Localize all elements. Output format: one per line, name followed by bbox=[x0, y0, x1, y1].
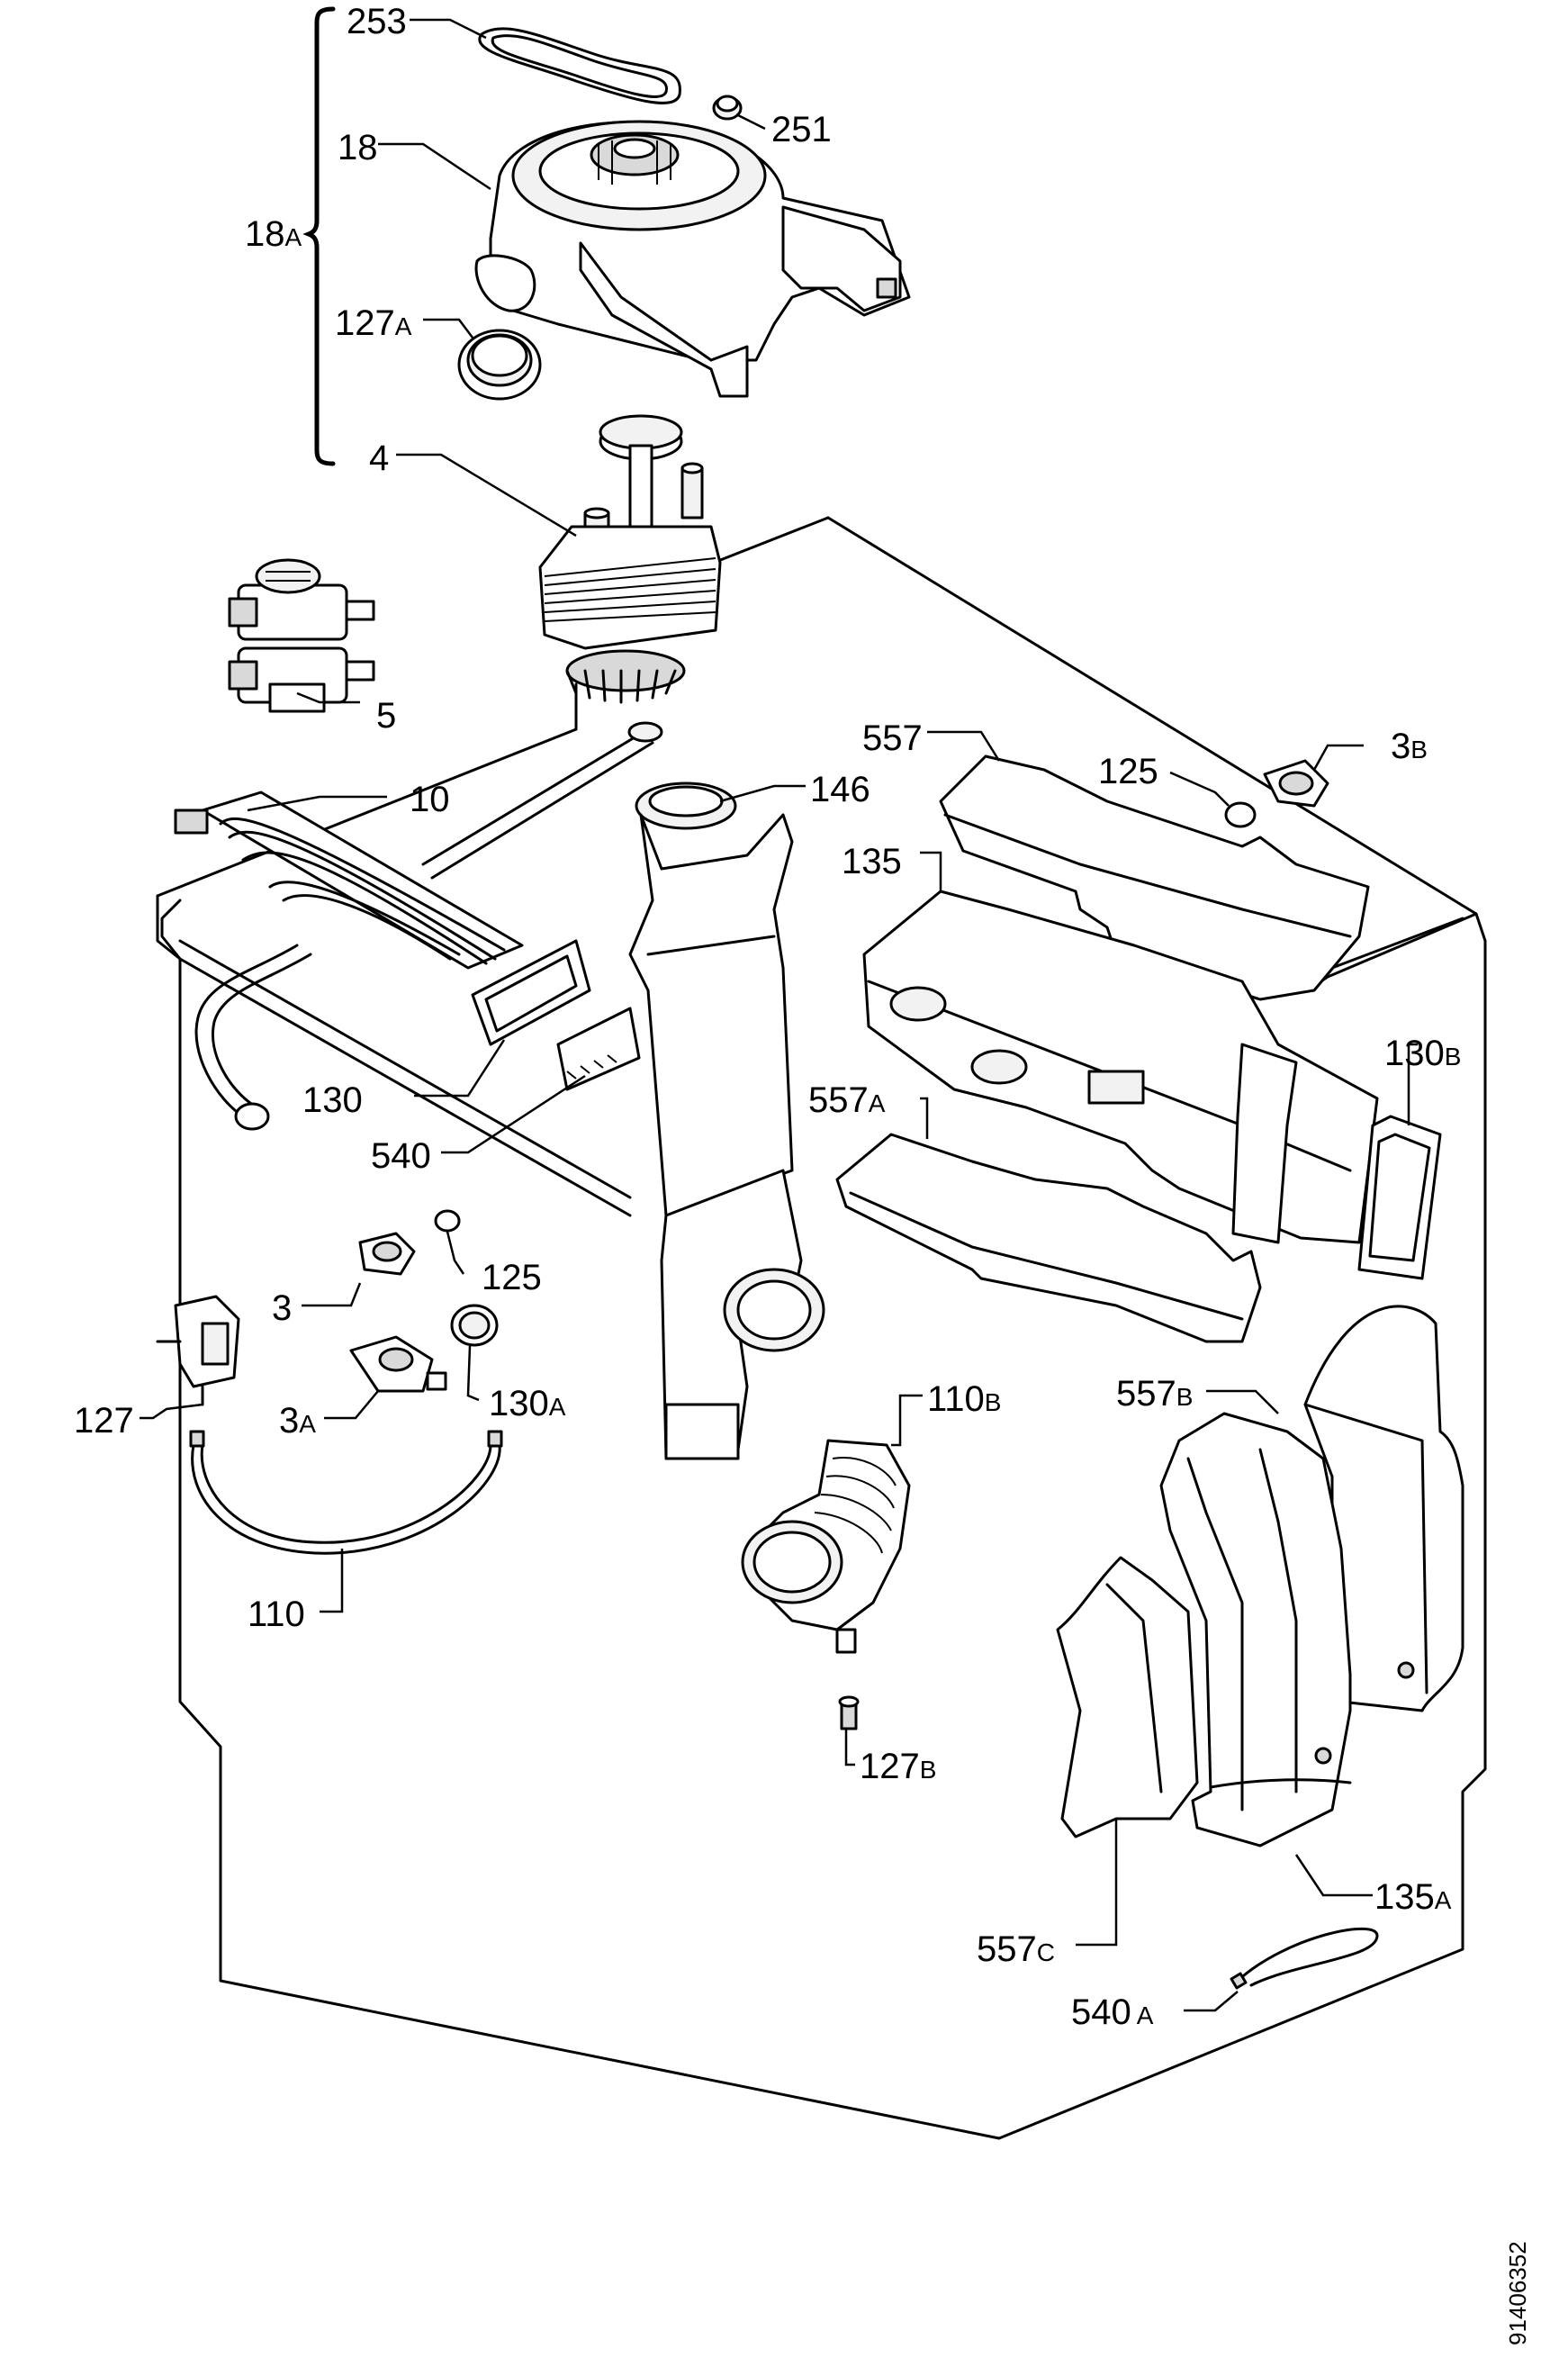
group-bracket bbox=[302, 6, 336, 466]
label-18a-number: 18 bbox=[245, 214, 285, 254]
label-110b-suffix: B bbox=[985, 1388, 1002, 1416]
thermostat-3 bbox=[358, 1232, 416, 1276]
drive-belt bbox=[478, 27, 681, 104]
label-251: 251 bbox=[771, 110, 832, 149]
label-110b-number: 110 bbox=[927, 1379, 985, 1419]
label-130b: 130B bbox=[1384, 1034, 1461, 1073]
solenoid-valve bbox=[228, 558, 375, 713]
document-number: 91406352 bbox=[1504, 2241, 1531, 2345]
label-557b-number: 557 bbox=[1116, 1374, 1176, 1414]
label-18: 18 bbox=[338, 128, 378, 167]
label-557c-suffix: C bbox=[1037, 1938, 1055, 1966]
hose-110 bbox=[189, 1430, 503, 1555]
label-18a: 18A bbox=[245, 214, 302, 254]
cover-557a bbox=[835, 1133, 1262, 1343]
o-ring-lower bbox=[434, 1209, 461, 1233]
label-130b-suffix: B bbox=[1445, 1043, 1462, 1071]
clip-540a bbox=[1230, 1927, 1379, 1990]
thermostat-3a bbox=[349, 1335, 447, 1393]
label-3b-suffix: B bbox=[1410, 736, 1428, 763]
label-557a: 557A bbox=[808, 1080, 886, 1120]
cabinet-outline bbox=[156, 516, 1487, 2140]
label-135a: 135A bbox=[1374, 1877, 1452, 1917]
label-127a-suffix: A bbox=[395, 312, 412, 340]
label-125: 125 bbox=[482, 1258, 542, 1297]
label-130a-number: 130 bbox=[489, 1384, 549, 1423]
label-3a-suffix: A bbox=[299, 1410, 316, 1438]
label-253: 253 bbox=[347, 2, 407, 41]
label-557: 557 bbox=[862, 718, 923, 758]
label-540: 540 bbox=[371, 1136, 431, 1176]
label-557b-suffix: B bbox=[1176, 1383, 1194, 1411]
label-557c: 557C bbox=[977, 1929, 1055, 1969]
label-110: 110 bbox=[248, 1595, 305, 1634]
grommet-part bbox=[712, 95, 743, 121]
seal-130a bbox=[450, 1304, 499, 1347]
label-110b: 110B bbox=[927, 1379, 1001, 1419]
label-130b-number: 130 bbox=[1384, 1034, 1445, 1073]
label-135a-number: 135 bbox=[1374, 1877, 1435, 1917]
label-3b: 3B bbox=[1391, 727, 1428, 766]
label-3b-number: 3 bbox=[1391, 727, 1410, 766]
motor bbox=[538, 414, 722, 704]
part-labels: 253 251 18 18A 127A 4 5 557 125 3B 10 14… bbox=[74, 2, 1461, 2032]
label-10: 10 bbox=[410, 780, 450, 819]
drain-plug bbox=[838, 1695, 860, 1730]
label-130: 130 bbox=[302, 1080, 363, 1120]
label-127a: 127A bbox=[335, 303, 412, 343]
label-3a: 3A bbox=[279, 1401, 316, 1441]
label-18a-suffix: A bbox=[285, 223, 302, 251]
label-5: 5 bbox=[376, 696, 396, 736]
heating-element bbox=[174, 791, 587, 1131]
label-540a-suffix: A bbox=[1137, 2001, 1154, 2029]
label-3a-number: 3 bbox=[279, 1401, 299, 1441]
connector-127 bbox=[156, 1295, 240, 1406]
fan-housing bbox=[474, 120, 911, 398]
thermostat-3b bbox=[1263, 759, 1329, 808]
label-135: 135 bbox=[842, 842, 902, 881]
cover-557c bbox=[1056, 1556, 1199, 1838]
label-146: 146 bbox=[810, 770, 870, 809]
label-557b: 557B bbox=[1116, 1374, 1193, 1414]
label-557c-number: 557 bbox=[977, 1929, 1037, 1969]
label-4: 4 bbox=[369, 438, 389, 478]
condenser-duct bbox=[628, 781, 825, 1460]
label-127b-number: 127 bbox=[860, 1747, 920, 1786]
label-557a-number: 557 bbox=[808, 1080, 869, 1120]
label-3: 3 bbox=[272, 1288, 292, 1328]
label-540a-number: 540 bbox=[1071, 1992, 1131, 2032]
gasket-130b bbox=[1357, 1115, 1442, 1280]
label-125-upper: 125 bbox=[1098, 752, 1158, 791]
label-557a-suffix: A bbox=[869, 1089, 886, 1117]
label-127b: 127B bbox=[860, 1747, 936, 1786]
label-127a-number: 127 bbox=[335, 303, 395, 343]
cover-557 bbox=[939, 754, 1370, 1001]
air-channel bbox=[862, 890, 1379, 1244]
gasket-pair bbox=[471, 939, 641, 1091]
bellows-110b bbox=[741, 1439, 911, 1654]
label-130a: 130A bbox=[489, 1384, 566, 1423]
air-duct-135a bbox=[1159, 1412, 1352, 1848]
rod bbox=[421, 721, 663, 880]
label-135a-suffix: A bbox=[1435, 1886, 1452, 1914]
label-127b-suffix: B bbox=[920, 1756, 937, 1784]
o-ring-upper bbox=[1224, 801, 1257, 828]
label-130a-suffix: A bbox=[549, 1393, 566, 1421]
seal-ring bbox=[457, 329, 542, 401]
leader-lines bbox=[140, 18, 1418, 2012]
label-127: 127 bbox=[74, 1401, 134, 1441]
